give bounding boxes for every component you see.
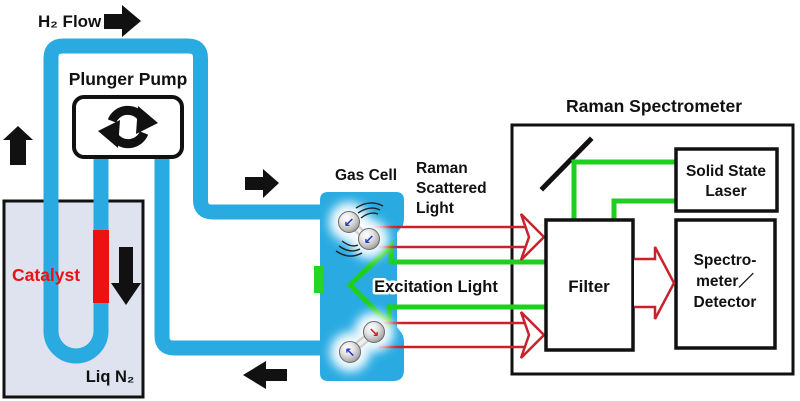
circulation-tube-return (154, 150, 322, 356)
liquid-nitrogen-dewar (2, 199, 145, 399)
molecule-arrow-icon: ↖ (345, 346, 356, 361)
flow-arrow-right-mid-icon (245, 169, 279, 198)
solid-state-laser-label: Solid State Laser (686, 163, 766, 200)
gas-cell-window (314, 266, 323, 293)
circulation-tube-main-loop (43, 38, 322, 364)
molecule-arrow-icon: ↙ (364, 233, 375, 248)
laser-beam-secondary (611, 198, 676, 219)
flow-arrow-down-catalyst-icon (111, 247, 141, 305)
mirror (539, 136, 594, 192)
h2-flow-label: H₂ Flow (38, 12, 102, 31)
molecule-top: ↙ ↙ (329, 202, 389, 259)
filter-box (544, 218, 635, 352)
svg-text:Scattered: Scattered (416, 180, 487, 197)
scattered-light-arrowhead-bottom-icon (519, 311, 546, 359)
svg-text:Laser: Laser (705, 183, 746, 200)
raman-scattered-light-label: Raman Scattered Light (416, 160, 487, 217)
catalyst-label: Catalyst (12, 265, 80, 285)
excitation-beam-path (346, 240, 546, 331)
plunger-pump-box (72, 95, 184, 159)
svg-text:Raman: Raman (416, 160, 468, 177)
flow-arrow-left-bottom-icon (243, 361, 287, 389)
recycle-icon (98, 105, 158, 149)
flow-arrow-right-top-icon (104, 5, 141, 37)
catalyst-segment (93, 230, 109, 303)
svg-text:Light: Light (416, 200, 454, 217)
liq-n2-label: Liq N₂ (86, 368, 135, 386)
molecule-bottom: ↘ ↖ (330, 312, 394, 372)
scattered-light-arrowhead-top-icon (519, 213, 546, 261)
raman-spectrometer-title: Raman Spectrometer (566, 96, 742, 116)
filter-to-detector-arrow-icon (634, 246, 676, 320)
molecule-arrow-icon: ↙ (344, 216, 355, 231)
laser-beam-to-mirror (571, 159, 676, 219)
molecule-arrow-icon: ↘ (369, 326, 380, 341)
filter-label: Filter (568, 277, 610, 296)
plunger-pump-label: Plunger Pump (69, 69, 188, 89)
svg-text:Solid State: Solid State (686, 163, 766, 180)
svg-text:Spectro-: Spectro- (694, 252, 757, 269)
svg-text:Detector: Detector (694, 294, 757, 311)
excitation-light-label: Excitation Light (374, 278, 498, 296)
detector-label: Spectro- meter／ Detector (694, 252, 757, 311)
gas-cell-label: Gas Cell (335, 167, 397, 184)
flow-arrow-up-icon (3, 126, 33, 165)
solid-state-laser-box (674, 147, 779, 213)
svg-text:meter／: meter／ (696, 272, 754, 290)
detector-box (674, 218, 777, 350)
